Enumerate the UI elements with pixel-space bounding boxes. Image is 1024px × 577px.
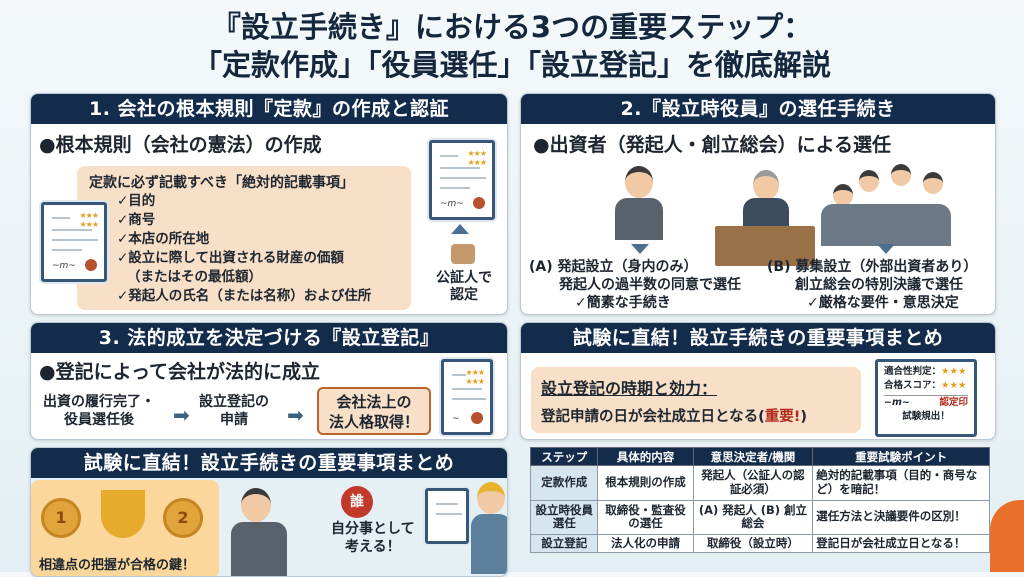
arrow-right-icon: ➡: [287, 403, 304, 427]
section-officers: 2.『設立時役員』の選任手続き ●出資者（発起人・創立総会）による選任 (A) …: [520, 93, 996, 315]
list-item: ✓設立に際して出資される財産の価額: [117, 250, 344, 266]
table-row: 設立登記法人化の申請取締役（設立時）登記日が会社成立日となる！: [529, 534, 990, 553]
section2-bullet: ●出資者（発起人・創立総会）による選任: [533, 134, 892, 156]
section3-header: 3. 法的成立を決定づける『設立登記』: [31, 323, 507, 353]
option-b-desc: 創立総会の特別決議で選任: [795, 277, 963, 293]
trophy-icon: [101, 490, 145, 538]
cert-row1-label: 適合性判定：: [884, 366, 942, 377]
section3-bullet: ●登記によって会社が法的に成立: [39, 361, 321, 383]
certified-document-icon: ★★★★★★~m~: [429, 140, 495, 220]
section-summary: 試験に直結！設立手続きの重要事項まとめ 設立登記の時期と効力： 登記申請の日が会…: [520, 322, 996, 440]
notary-label: 公証人で認定: [436, 270, 492, 303]
option-a-title: (A) 発起設立（身内のみ）: [529, 259, 698, 275]
medal-1-icon: 1: [41, 498, 81, 538]
list-item: ✓発起人の氏名（または名称）および住所: [117, 288, 372, 304]
section-articles: 1. 会社の根本規則『定款』の作成と認証 ●根本規則（会社の憲法）の作成 定款に…: [30, 93, 508, 315]
main-title-line2: 「定款作成」「役員選任」「設立登記」を徹底解説: [192, 48, 831, 82]
table-header: 意思決定者/機関: [692, 447, 814, 466]
option-b: (B) 募集設立（外部出資者あり） 創立総会の特別決議で選任 ✓厳格な要件・意思…: [767, 258, 995, 312]
exam-certificate-icon: 適合性判定：★★★ 合格スコア：★★★ ~m~ 認定印 試験規出！: [875, 359, 977, 437]
option-a: (A) 発起設立（身内のみ） 発起人の過半数の同意で選任 ✓簡素な手続き: [529, 258, 769, 312]
medals-box: 1 2 相違点の把握が合格の鍵！: [31, 480, 219, 576]
list-item: ✓商号: [117, 212, 156, 228]
arrow-down-icon: [631, 244, 649, 254]
option-b-title: (B) 募集設立（外部出資者あり）: [767, 259, 978, 275]
arrow-right-icon: ➡: [173, 403, 190, 427]
list-item: （またはその最低額）: [127, 269, 262, 285]
registration-certificate-icon: ★★★★★★~: [441, 359, 493, 435]
section2-header: 2.『設立時役員』の選任手続き: [521, 94, 995, 124]
table-header: ステップ: [529, 447, 599, 466]
section-exam-tips: 試験に直結！設立手続きの重要事項まとめ 1 2 相違点の把握が合格の鍵！ 誰 自…: [30, 447, 508, 577]
mandatory-items-list: ✓目的 ✓商号 ✓本店の所在地 ✓設立に際して出資される財産の価額 （またはその…: [117, 192, 371, 306]
section1-header: 1. 会社の根本規則『定款』の作成と認証: [31, 94, 507, 124]
table-row: 設立時役員選任取締役・監査役の選任(A) 発起人 (B) 創立総会選任方法と決議…: [529, 499, 990, 536]
list-item: ✓本店の所在地: [117, 231, 210, 247]
medal-2-icon: 2: [163, 498, 203, 538]
cert-row2-label: 合格スコア：: [884, 380, 942, 391]
cert-stars: ★★★: [941, 380, 967, 391]
articles-document-icon: ★★★★★★~m~: [41, 202, 107, 282]
cert-seal-label: 認定印: [939, 397, 968, 408]
summary-box-title: 設立登記の時期と効力：: [541, 379, 718, 398]
section-registration: 3. 法的成立を決定づける『設立登記』 ●登記によって会社が法的に成立 出資の履…: [30, 322, 508, 440]
medals-caption: 相違点の把握が合格の鍵！: [39, 558, 196, 573]
summary-box-text: 登記申請の日が会社成立日となる(重要!): [541, 409, 807, 425]
cert-stars: ★★★: [941, 366, 967, 377]
option-a-desc: 発起人の過半数の同意で選任: [559, 277, 741, 293]
think-caption: 自分事として考える！: [331, 521, 415, 555]
summary-table: ステップ 具体的内容 意思決定者/機関 重要試験ポイント 定款作成根本規則の作成…: [529, 447, 990, 553]
main-title-line1: 『設立手続き』における3つの重要ステップ：: [211, 10, 813, 44]
section1-bullet: ●根本規則（会社の憲法）の作成: [39, 134, 322, 156]
option-b-note: ✓厳格な要件・意思決定: [807, 295, 959, 311]
flow-step-1: 出資の履行完了・役員選任後: [43, 394, 155, 428]
document-icon: [425, 488, 469, 544]
investors-group-illustration: [821, 164, 951, 246]
table-header: 重要試験ポイント: [812, 447, 990, 466]
table-header: 具体的内容: [597, 447, 694, 466]
section4-header: 試験に直結！設立手続きの重要事項まとめ: [521, 323, 995, 353]
arrow-down-icon: [877, 244, 895, 254]
summary-box: 設立登記の時期と効力： 登記申請の日が会社成立日となる(重要!): [531, 367, 861, 433]
arrow-up-icon: [451, 224, 469, 234]
decorative-corner-shape: [990, 500, 1024, 572]
flow-result-box: 会社法上の法人格取得！: [317, 387, 431, 435]
stamp-icon: [451, 244, 475, 264]
option-a-note: ✓簡素な手続き: [575, 295, 671, 311]
seal-stamp-icon: 誰: [341, 486, 373, 518]
list-item: ✓目的: [117, 193, 156, 209]
mandatory-items-title: 定款に必ず記載すべき「絶対的記載事項」: [89, 175, 355, 191]
section5-header: 試験に直結！設立手続きの重要事項まとめ: [31, 448, 507, 478]
flow-step-2: 設立登記の申請: [199, 394, 269, 428]
table-row: 定款作成根本規則の作成発起人（公証人の認証必須）絶対的記載事項（目的・商号など）…: [529, 465, 990, 501]
cert-caption: 試験規出！: [902, 411, 950, 422]
mandatory-items-box: 定款に必ず記載すべき「絶対的記載事項」 ✓目的 ✓商号 ✓本店の所在地 ✓設立に…: [77, 166, 411, 310]
